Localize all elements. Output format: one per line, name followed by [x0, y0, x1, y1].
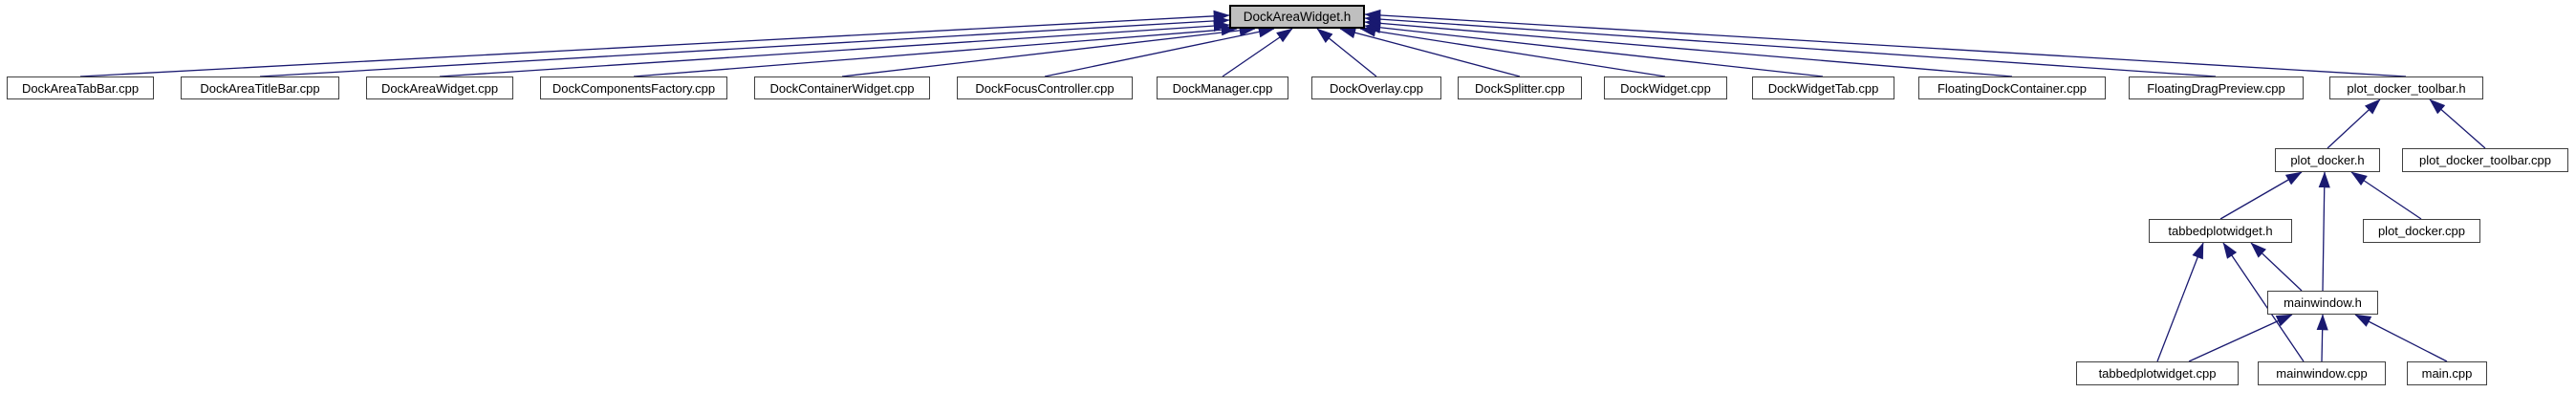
- graph-node-plot_docker_cpp[interactable]: plot_docker.cpp: [2363, 219, 2480, 243]
- edge-tabbedplotwidget_h-to-plot_docker_h: [2219, 171, 2303, 220]
- graph-node-DockSplitter_cpp[interactable]: DockSplitter.cpp: [1458, 76, 1582, 99]
- edge-mainwindow_h-to-tabbedplotwidget_h: [2250, 242, 2303, 292]
- edge-mainwindow_h-to-plot_docker_h: [2318, 171, 2330, 292]
- edge-plot_docker_toolbar_cpp-to-plot_docker_toolbar_h: [2429, 98, 2486, 149]
- node-label: mainwindow.h: [2284, 295, 2362, 310]
- graph-root-node-DockAreaWidget_h: DockAreaWidget.h: [1229, 5, 1365, 29]
- edge-tabbedplotwidget_cpp-to-tabbedplotwidget_h: [2156, 242, 2204, 362]
- edge-plot_docker_cpp-to-plot_docker_h: [2350, 171, 2422, 220]
- graph-node-DockContainerWidget_cpp[interactable]: DockContainerWidget.cpp: [754, 76, 930, 99]
- edge-DockContainerWidget_cpp-to-DockAreaWidget_h: [841, 24, 1256, 77]
- graph-node-main_cpp[interactable]: main.cpp: [2407, 361, 2487, 385]
- edge-DockAreaTitleBar_cpp-to-DockAreaWidget_h: [259, 14, 1230, 77]
- node-label: DockFocusController.cpp: [975, 80, 1115, 96]
- node-label: DockAreaTabBar.cpp: [21, 80, 140, 96]
- edge-DockWidgetTab_cpp-to-DockAreaWidget_h: [1364, 21, 1824, 77]
- node-label: FloatingDockContainer.cpp: [1937, 80, 2088, 96]
- edge-FloatingDockContainer_cpp-to-DockAreaWidget_h: [1364, 17, 2013, 77]
- edge-tabbedplotwidget_cpp-to-mainwindow_h: [2188, 314, 2293, 362]
- graph-node-plot_docker_toolbar_cpp[interactable]: plot_docker_toolbar.cpp: [2402, 148, 2568, 172]
- graph-node-DockFocusController_cpp[interactable]: DockFocusController.cpp: [957, 76, 1133, 99]
- graph-node-DockComponentsFactory_cpp[interactable]: DockComponentsFactory.cpp: [540, 76, 727, 99]
- node-label: main.cpp: [2421, 366, 2473, 381]
- edge-DockOverlay_cpp-to-DockAreaWidget_h: [1316, 28, 1377, 77]
- graph-node-tabbedplotwidget_cpp[interactable]: tabbedplotwidget.cpp: [2076, 361, 2239, 385]
- node-label: DockComponentsFactory.cpp: [552, 80, 716, 96]
- graph-node-DockOverlay_cpp[interactable]: DockOverlay.cpp: [1311, 76, 1441, 99]
- graph-node-plot_docker_h[interactable]: plot_docker.h: [2275, 148, 2380, 172]
- edge-mainwindow_cpp-to-tabbedplotwidget_h: [2222, 242, 2305, 362]
- node-label: tabbedplotwidget.cpp: [2098, 366, 2217, 381]
- graph-node-DockAreaTabBar_cpp[interactable]: DockAreaTabBar.cpp: [7, 76, 154, 99]
- graph-node-plot_docker_toolbar_h[interactable]: plot_docker_toolbar.h: [2329, 76, 2483, 99]
- edge-FloatingDragPreview_cpp-to-DockAreaWidget_h: [1364, 13, 2217, 77]
- node-label: plot_docker_toolbar.h: [2347, 80, 2466, 96]
- graph-node-mainwindow_h[interactable]: mainwindow.h: [2267, 291, 2378, 315]
- edge-mainwindow_cpp-to-mainwindow_h: [2316, 314, 2328, 362]
- node-label: plot_docker.cpp: [2377, 224, 2466, 238]
- edge-DockAreaWidget_cpp-to-DockAreaWidget_h: [439, 19, 1230, 77]
- graph-node-DockAreaWidget_cpp[interactable]: DockAreaWidget.cpp: [366, 76, 513, 99]
- graph-node-FloatingDragPreview_cpp[interactable]: FloatingDragPreview.cpp: [2129, 76, 2304, 99]
- node-label: DockContainerWidget.cpp: [769, 80, 915, 96]
- graph-node-DockManager_cpp[interactable]: DockManager.cpp: [1157, 76, 1288, 99]
- node-label: plot_docker.h: [2290, 153, 2365, 167]
- graph-node-tabbedplotwidget_h[interactable]: tabbedplotwidget.h: [2149, 219, 2292, 243]
- node-label: DockAreaWidget.cpp: [380, 80, 499, 96]
- edge-main_cpp-to-mainwindow_h: [2354, 314, 2448, 362]
- edge-plot_docker_toolbar_h-to-DockAreaWidget_h: [1364, 9, 2407, 77]
- node-label: tabbedplotwidget.h: [2168, 224, 2273, 238]
- edge-DockManager_cpp-to-DockAreaWidget_h: [1222, 28, 1293, 77]
- node-label: FloatingDragPreview.cpp: [2147, 80, 2285, 96]
- node-label: DockAreaTitleBar.cpp: [200, 80, 320, 96]
- graph-node-mainwindow_cpp[interactable]: mainwindow.cpp: [2258, 361, 2386, 385]
- edge-plot_docker_h-to-plot_docker_toolbar_h: [2327, 98, 2381, 149]
- node-label: DockAreaWidget.h: [1243, 10, 1352, 24]
- node-label: DockOverlay.cpp: [1329, 80, 1423, 96]
- graph-node-DockWidget_cpp[interactable]: DockWidget.cpp: [1604, 76, 1727, 99]
- edge-DockAreaTabBar_cpp-to-DockAreaWidget_h: [79, 10, 1230, 77]
- graph-node-DockAreaTitleBar_cpp[interactable]: DockAreaTitleBar.cpp: [181, 76, 339, 99]
- graph-node-FloatingDockContainer_cpp[interactable]: FloatingDockContainer.cpp: [1918, 76, 2106, 99]
- edge-DockWidget_cpp-to-DockAreaWidget_h: [1359, 25, 1666, 77]
- node-label: DockSplitter.cpp: [1475, 80, 1565, 96]
- node-label: DockWidgetTab.cpp: [1767, 80, 1879, 96]
- edge-DockComponentsFactory_cpp-to-DockAreaWidget_h: [633, 24, 1238, 77]
- node-label: DockManager.cpp: [1172, 80, 1273, 96]
- node-label: DockWidget.cpp: [1620, 80, 1711, 96]
- graph-node-DockWidgetTab_cpp[interactable]: DockWidgetTab.cpp: [1752, 76, 1894, 99]
- edge-DockFocusController_cpp-to-DockAreaWidget_h: [1044, 26, 1275, 77]
- node-label: plot_docker_toolbar.cpp: [2418, 153, 2552, 167]
- node-label: mainwindow.cpp: [2276, 366, 2368, 381]
